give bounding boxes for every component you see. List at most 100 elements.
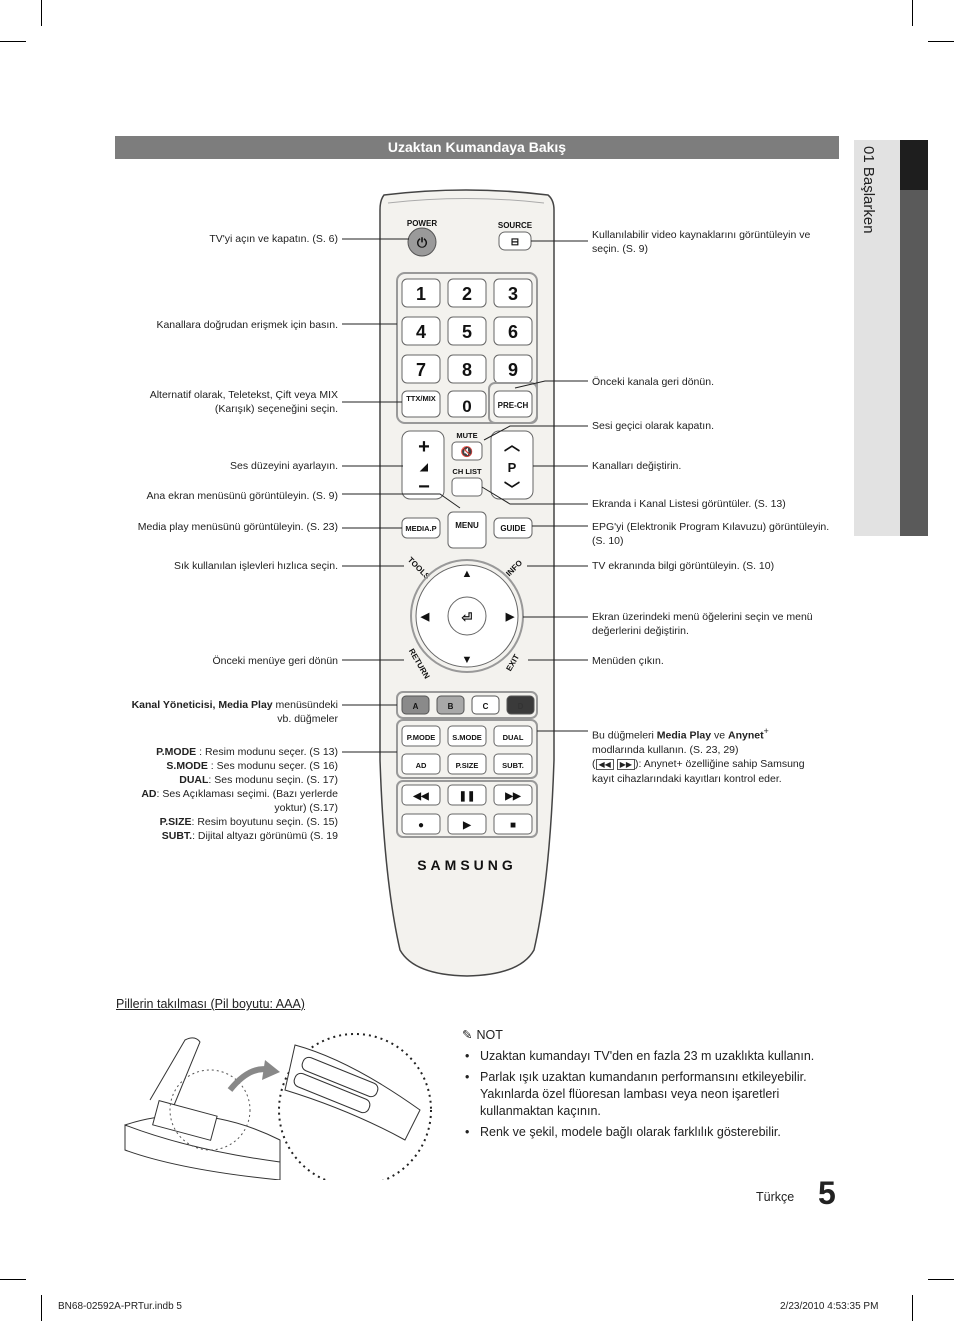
- svg-text:◢: ◢: [419, 462, 428, 473]
- mode-description: P.SIZE: Resim boyutunu seçin. (S. 15): [159, 816, 338, 828]
- mode-description: DUAL: Ses modunu seçin. (S. 17): [179, 774, 338, 786]
- note-item: Uzaktan kumandayı TV'den en fazla 23 m u…: [465, 1048, 842, 1065]
- label-exit: Menüden çıkın.: [592, 655, 664, 667]
- label-info: TV ekranında bilgi görüntüleyin. (S. 10): [592, 560, 775, 572]
- svg-text:◀◀: ◀◀: [412, 791, 429, 802]
- brand-logo: SAMSUNG: [417, 857, 517, 873]
- label-power: TV'yi açın ve kapatın. (S. 6): [209, 233, 338, 245]
- crop-mark: [0, 1279, 26, 1280]
- label-color-buttons: Kanal Yöneticisi, Media Play menüsündeki…: [120, 698, 338, 726]
- digit-label: 9: [508, 360, 518, 380]
- notes-list: Uzaktan kumandayı TV'den en fazla 23 m u…: [462, 1048, 842, 1141]
- notes-title: NOT: [476, 1028, 503, 1042]
- nav-pad-frame: [410, 559, 524, 673]
- footer-date: 2/23/2010 4:53:35 PM: [780, 1301, 879, 1312]
- svg-text:❚❚: ❚❚: [459, 791, 476, 802]
- section-header: Uzaktan Kumandaya Bakış: [115, 136, 839, 159]
- label-source: Kullanılabilir video kaynaklarını görünt…: [592, 229, 811, 255]
- mode-button-label: P.MODE: [407, 733, 436, 742]
- mode-description: SUBT.: Dijital altyazı görünümü (S. 19: [161, 830, 338, 842]
- label-prech: Önceki kanala geri dönün.: [592, 376, 714, 388]
- digit-pad-frame: [396, 272, 538, 424]
- color-button-label: A: [413, 702, 419, 711]
- label-media: Bu düğmeleri Media Play ve Anynet+ modla…: [592, 726, 805, 785]
- svg-text:■: ■: [510, 820, 516, 831]
- mode-description: S.MODE : Ses modunu seçer. (S 16): [166, 760, 338, 772]
- crop-mark: [912, 1295, 913, 1321]
- digit-button: [447, 354, 487, 384]
- label-modes: P.MODE : Resim modunu seçer. (S 13) S.MOD…: [120, 745, 338, 843]
- svg-text:●: ●: [418, 820, 424, 831]
- note-icon: ✎: [462, 1028, 473, 1042]
- mode-button: [447, 753, 487, 775]
- page-number: 5: [818, 1175, 836, 1211]
- mode-button: [401, 725, 441, 747]
- mode-button: [447, 725, 487, 747]
- ttx-text: TTX/MIX: [406, 394, 436, 403]
- battery-illustration: [124, 1033, 432, 1180]
- guide-text: GUIDE: [500, 524, 526, 533]
- color-button: [436, 695, 465, 715]
- chapter-tab-strip: [900, 190, 928, 536]
- svg-text:▶▶: ▶▶: [504, 791, 522, 802]
- crop-mark: [41, 1295, 42, 1321]
- label-color-rest: menüsündeki vb. düğmeler: [272, 699, 338, 725]
- crop-mark: [0, 41, 26, 42]
- svg-text:▲: ▲: [462, 568, 473, 580]
- chlist-text: CH LIST: [452, 467, 482, 476]
- footer-file: BN68-02592A-PRTur.indb 5: [58, 1301, 182, 1312]
- note-item: Parlak ışık uzaktan kumandanın performan…: [465, 1069, 842, 1120]
- digit-label: 1: [416, 284, 426, 304]
- crop-mark: [912, 0, 913, 26]
- svg-text:﹀: ﹀: [504, 480, 520, 499]
- mode-button-label: P.SIZE: [456, 761, 479, 770]
- label-ttx: Alternatif olarak, Teletekst, Çift veya …: [149, 389, 338, 415]
- chapter-sidebar: 01 Başlarken: [854, 140, 928, 536]
- digit-label: 7: [416, 360, 426, 380]
- label-mediap: Media play menüsünü görüntüleyin. (S. 23…: [137, 521, 338, 533]
- digit-label: 6: [508, 322, 518, 342]
- mode-description: P.MODE : Resim modunu seçer. (S 13): [156, 746, 338, 758]
- power-icon: ⏻: [417, 235, 428, 250]
- digit-button: [493, 278, 533, 308]
- mode-button: [493, 753, 533, 775]
- svg-text:▶: ▶: [505, 611, 515, 623]
- label-volume: Ses düzeyini ayarlayın.: [230, 460, 338, 472]
- crop-mark: [41, 0, 42, 26]
- power-text: POWER: [407, 219, 437, 228]
- mode-button: [401, 753, 441, 775]
- notes-section: ✎NOT Uzaktan kumandayı TV'den en fazla 2…: [462, 1027, 842, 1145]
- p-text: P: [508, 460, 517, 475]
- digit-label: 3: [508, 284, 518, 304]
- mode-frame: [396, 719, 538, 779]
- svg-text:▼: ▼: [462, 654, 473, 666]
- label-tools: Sık kullanılan işlevleri hızlıca seçin.: [174, 560, 338, 572]
- digit-button: [493, 316, 533, 346]
- svg-text:▶: ▶: [462, 820, 472, 831]
- digit-button: [401, 278, 441, 308]
- prech-frame: [488, 382, 538, 424]
- label-channel: Kanalları değiştirin.: [592, 460, 682, 472]
- color-button-label: D: [518, 702, 524, 711]
- digit-label: 4: [416, 322, 426, 342]
- chapter-label: 01 Başlarken: [860, 146, 877, 234]
- digit-button: [401, 354, 441, 384]
- label-digits: Kanallara doğrudan erişmek için basın.: [156, 319, 338, 331]
- mode-button: [493, 725, 533, 747]
- label-guide: EPG'yi (Elektronik Program Kılavuzu) gör…: [592, 521, 830, 547]
- battery-title: Pillerin takılması (Pil boyutu: AAA): [116, 997, 305, 1011]
- power-button: [407, 227, 437, 257]
- label-nav: Ekran üzerindeki menü öğelerini seçin ve…: [592, 611, 813, 637]
- digit-button: [401, 316, 441, 346]
- digit-button: [447, 316, 487, 346]
- mute-text: MUTE: [456, 431, 477, 440]
- color-button: [471, 695, 500, 715]
- mode-button-label: S.MODE: [452, 733, 482, 742]
- label-color-bold: Kanal Yöneticisi, Media Play: [131, 699, 273, 711]
- page-language: Türkçe: [756, 1190, 795, 1204]
- chapter-tab: [900, 140, 928, 190]
- transport-frame: [396, 780, 538, 838]
- source-text: SOURCE: [498, 221, 533, 230]
- crop-mark: [928, 41, 954, 42]
- color-button: [506, 695, 535, 715]
